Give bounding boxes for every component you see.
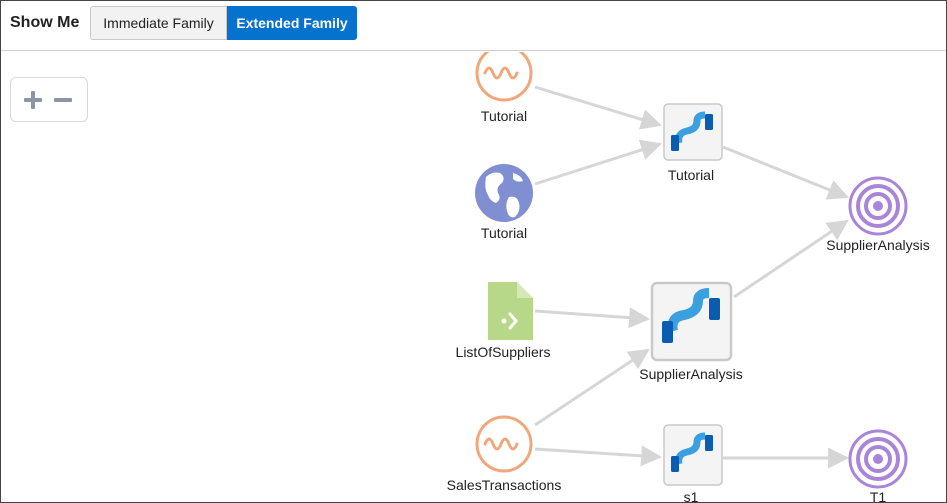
- wave-dataset-icon: [475, 52, 533, 102]
- edge-tutorial-globe-to-tutorial-flow: [534, 139, 663, 186]
- toolbar: Show Me Immediate Family Extended Family: [1, 1, 946, 51]
- node-s1-flow[interactable]: [663, 424, 723, 486]
- node-tutorial-wave[interactable]: [475, 52, 533, 102]
- zoom-out-button[interactable]: [49, 86, 77, 114]
- node-label-sales-transactions: SalesTransactions: [446, 477, 562, 493]
- node-label-supplier-analysis-target: SupplierAnalysis: [826, 237, 930, 253]
- node-supplier-analysis-flow[interactable]: [650, 281, 733, 362]
- target-icon: [848, 429, 908, 489]
- node-list-of-suppliers[interactable]: [488, 282, 533, 340]
- edge-tutorial-flow-to-supplier-target: [722, 145, 849, 200]
- node-label-s1-flow: s1: [683, 489, 699, 503]
- data-flow-icon: [662, 288, 720, 343]
- data-flow-icon: [671, 111, 713, 151]
- lineage-canvas[interactable]: [1, 52, 946, 502]
- data-flow-icon: [671, 432, 713, 472]
- edge-tutorial-wave-to-tutorial-flow: [534, 85, 663, 130]
- node-label-t1-target: T1: [869, 489, 887, 503]
- target-icon: [848, 176, 908, 236]
- node-tutorial-globe[interactable]: [475, 164, 533, 222]
- edge-sales-to-s1-flow: [534, 445, 663, 467]
- zoom-controls: [10, 77, 88, 122]
- node-label-tutorial-flow: Tutorial: [667, 167, 715, 183]
- zoom-in-button[interactable]: [19, 86, 47, 114]
- minus-icon: [54, 98, 72, 102]
- edge-supplier-flow-to-supplier-target: [733, 219, 849, 299]
- node-supplier-analysis-target[interactable]: [848, 176, 908, 236]
- edges: [534, 85, 850, 469]
- file-icon: [488, 282, 533, 340]
- globe-icon: [475, 164, 533, 222]
- immediate-family-button[interactable]: Immediate Family: [90, 6, 227, 40]
- plus-icon: [24, 91, 42, 109]
- node-label-tutorial-globe: Tutorial: [480, 225, 528, 241]
- edge-list-to-supplier-flow: [534, 307, 651, 329]
- extended-family-button[interactable]: Extended Family: [227, 6, 357, 40]
- node-label-supplier-analysis-flow: SupplierAnalysis: [639, 366, 743, 382]
- wave-dataset-icon: [475, 415, 533, 473]
- node-t1-target[interactable]: [848, 429, 908, 489]
- lineage-graph: [475, 52, 908, 489]
- node-label-tutorial-wave: Tutorial: [480, 108, 528, 124]
- node-tutorial-flow[interactable]: [663, 103, 723, 161]
- node-label-list-of-suppliers: ListOfSuppliers: [455, 344, 551, 360]
- show-me-label: Show Me: [10, 14, 80, 31]
- edge-sales-to-supplier-flow: [534, 348, 650, 427]
- node-sales-transactions[interactable]: [475, 415, 533, 473]
